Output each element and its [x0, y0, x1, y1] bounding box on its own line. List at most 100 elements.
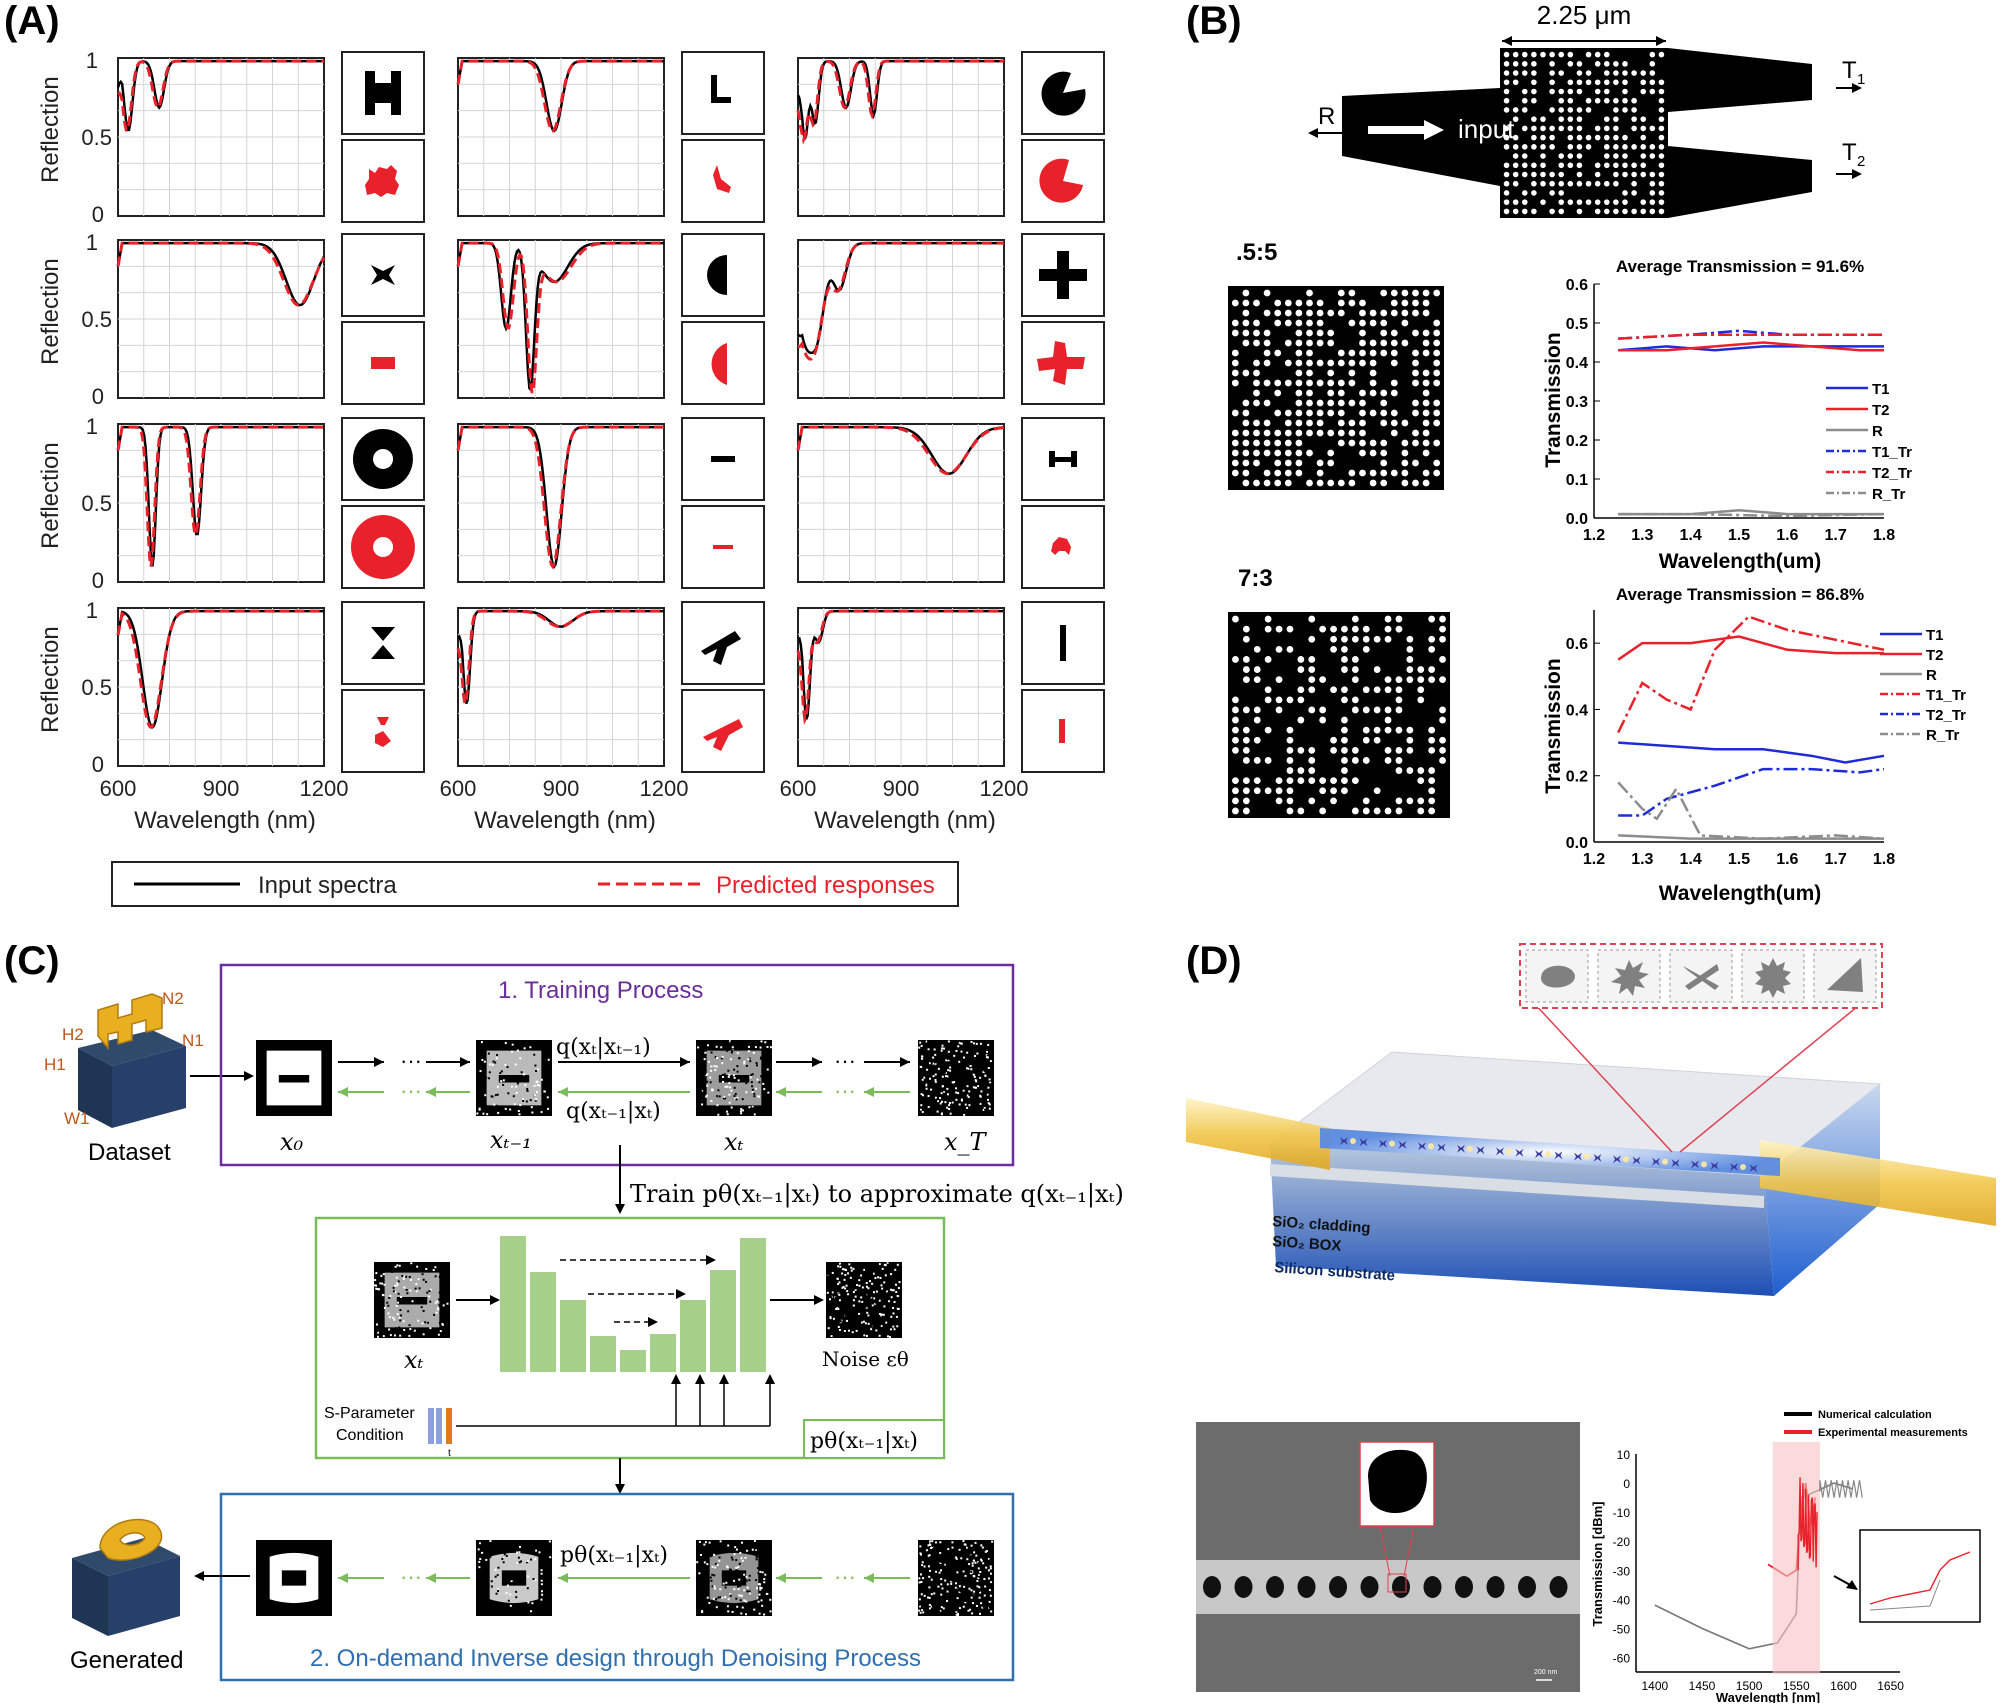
hole — [1380, 439, 1388, 447]
scatterer — [1671, 1159, 1680, 1168]
hole — [1297, 807, 1305, 815]
noise-pixel — [974, 1051, 977, 1054]
noise-pixel — [408, 1334, 411, 1337]
noise-pixel — [944, 1064, 947, 1067]
noise-pixel — [963, 1603, 966, 1606]
hole — [1649, 171, 1656, 178]
noise-pixel — [896, 1270, 899, 1273]
noise-pixel — [701, 1593, 704, 1596]
hole — [1412, 409, 1419, 417]
noise-pixel — [880, 1284, 883, 1287]
noise-pixel — [826, 1311, 829, 1314]
hole — [1412, 429, 1419, 437]
hole — [1521, 208, 1528, 215]
noise-pixel — [940, 1113, 943, 1116]
hole — [1549, 125, 1555, 132]
ylabel: Reflection — [37, 626, 64, 733]
hole — [1401, 469, 1409, 477]
dots-rv-2: ··· — [834, 1078, 856, 1103]
noise-pixel — [706, 1044, 709, 1047]
hole — [1406, 645, 1414, 653]
noise-pixel — [923, 1040, 926, 1043]
noise-pixel — [410, 1278, 413, 1281]
noise-pixel — [890, 1315, 893, 1318]
hole — [1412, 309, 1419, 317]
noise-pixel — [377, 1291, 380, 1294]
noise-pixel — [711, 1565, 714, 1568]
hole — [1594, 180, 1601, 187]
noise-pixel — [953, 1111, 956, 1114]
hole — [1362, 706, 1370, 714]
noise-pixel — [947, 1566, 950, 1569]
noise-pixel — [987, 1107, 990, 1110]
cladding-label: SiO₂ cladding — [1272, 1213, 1371, 1237]
noise-pixel — [530, 1610, 533, 1613]
input-arrow-head — [1424, 120, 1444, 140]
hole — [1284, 419, 1292, 427]
noise-pixel — [876, 1298, 879, 1301]
hole — [1274, 429, 1282, 437]
noise-pixel — [987, 1577, 990, 1580]
hole — [1348, 299, 1356, 307]
noise-pixel — [438, 1275, 441, 1278]
noise-pixel — [873, 1297, 876, 1300]
noise-pixel — [979, 1094, 982, 1097]
noise-pixel — [739, 1599, 742, 1602]
noise-pixel — [943, 1543, 946, 1546]
hole — [1422, 449, 1430, 457]
xtick-1200: 1200 — [640, 776, 689, 801]
hole — [1395, 746, 1403, 754]
noise-pixel — [750, 1081, 753, 1084]
hole — [1232, 777, 1239, 785]
noise-pixel — [840, 1266, 843, 1269]
noise-pixel — [963, 1585, 966, 1588]
noise-pixel — [950, 1080, 953, 1083]
noise-pixel — [748, 1592, 751, 1595]
hole — [1384, 726, 1392, 734]
noise-pixel — [521, 1606, 524, 1609]
hole — [1395, 696, 1403, 704]
noise-pixel — [940, 1583, 943, 1586]
noise-pixel — [972, 1073, 975, 1076]
hole — [1503, 51, 1510, 58]
noise-pixel — [755, 1556, 758, 1559]
denoise-image-1 — [476, 1540, 552, 1616]
hole — [1337, 379, 1345, 387]
predicted-spectrum-line — [796, 609, 1004, 725]
hole — [1297, 696, 1305, 704]
noise-pixel — [932, 1582, 935, 1585]
hole — [1503, 208, 1510, 215]
noise-pixel — [931, 1561, 934, 1564]
noise-pixel — [763, 1613, 766, 1616]
noise-pixel — [880, 1277, 883, 1280]
hole — [1316, 299, 1324, 307]
noise-pixel — [395, 1276, 398, 1279]
glow-spot — [1584, 1153, 1590, 1160]
noise-pixel — [698, 1089, 701, 1092]
noise-pixel — [976, 1075, 979, 1078]
hole — [1373, 787, 1381, 795]
hole — [1613, 208, 1619, 215]
scatterer — [1593, 1153, 1602, 1162]
noise-pixel — [919, 1076, 922, 1079]
noise-pixel — [740, 1108, 743, 1111]
predicted-shape — [703, 719, 743, 751]
noise-pixel — [494, 1568, 497, 1571]
noise-pixel — [733, 1579, 736, 1582]
hole — [1330, 777, 1337, 785]
noise-pixel — [421, 1322, 424, 1325]
noise-pixel — [410, 1262, 413, 1265]
noise-pixel — [840, 1264, 843, 1267]
noise-pixel — [409, 1289, 412, 1292]
noise-pixel — [769, 1046, 772, 1049]
panel-c-letter: (C) — [4, 939, 60, 983]
xtick: 1.2 — [1583, 851, 1605, 868]
noise-pixel — [732, 1608, 735, 1611]
hole — [1640, 116, 1647, 122]
noise-pixel — [936, 1102, 939, 1105]
hole — [1649, 208, 1656, 215]
noise-pixel — [836, 1277, 839, 1280]
noise-pixel — [698, 1572, 701, 1575]
noise-pixel — [927, 1551, 930, 1554]
